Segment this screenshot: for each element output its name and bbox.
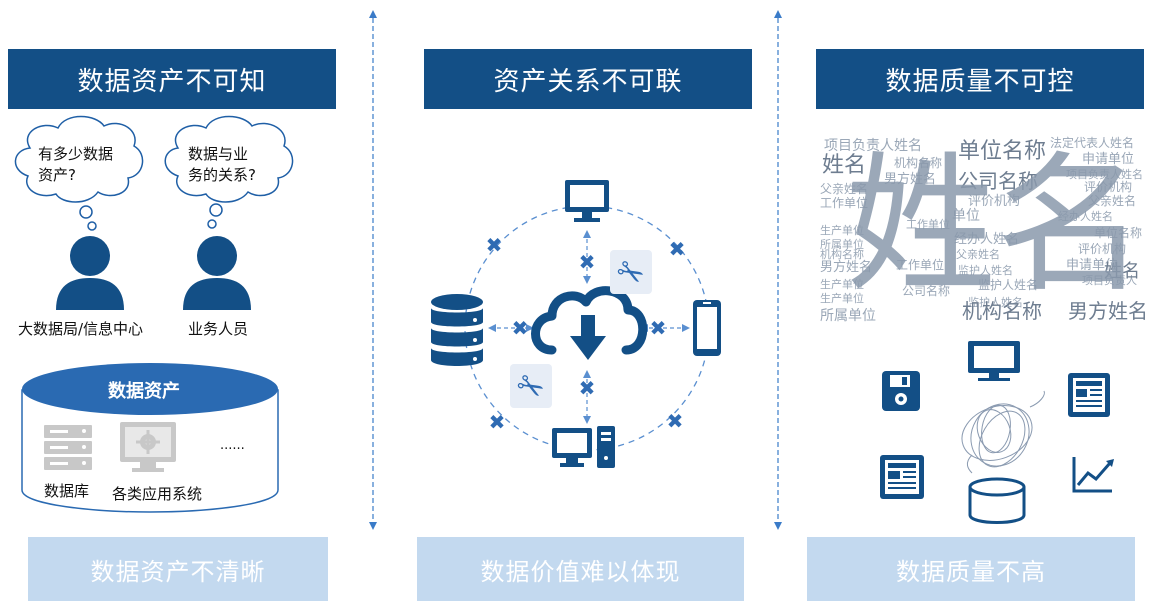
wc-small-17: 生产单位 (820, 278, 864, 291)
tangle-icon (961, 390, 1045, 474)
wc-small-11: 父亲姓名 (1088, 194, 1137, 208)
separator-2-arrow-top (774, 10, 782, 18)
wc-small-23: 生产单位 (820, 292, 864, 305)
left-panel-graphics (14, 115, 294, 513)
wc-medium-1: 公司名称 (958, 169, 1038, 193)
person-1-label: 大数据局/信息中心 (18, 320, 144, 338)
wc-medium-3: 男方姓名 (1068, 299, 1148, 323)
word-cloud: 项目负责人姓名 法定代表人姓名 申请单位 项目负责人姓名 机构名称 男方姓名 父… (818, 133, 1150, 328)
panel-1-header: 数据资产不可知 (8, 49, 336, 109)
bubble-1-text: 有多少数据 资产? (38, 144, 113, 186)
monitor-icon (968, 341, 1020, 381)
wc-small-30: 项目负责人 (1082, 274, 1137, 287)
wc-small-4: 机构名称 (894, 156, 943, 170)
wc-small-15: 所属单位 (820, 238, 864, 251)
panel-2-footer: 数据价值难以体现 (417, 537, 744, 601)
database-outline-icon (968, 477, 1026, 524)
database-icon (431, 294, 483, 366)
monitor-icon-top (565, 180, 609, 222)
wc-small-0: 项目负责人姓名 (824, 138, 922, 154)
wc-medium-2: 机构名称 (962, 299, 1042, 323)
panel-2-header: 资产关系不可联 (424, 49, 752, 109)
cross-icon-7: ✖ (489, 410, 506, 434)
wc-medium-0: 单位名称 (958, 139, 1047, 164)
wc-small-28: 工作单位 (906, 218, 950, 231)
ellipsis: ...... (220, 438, 245, 453)
wc-small-26: 评价机构 (1078, 242, 1127, 256)
wc-small-29: 生产单位 (820, 224, 864, 237)
app-system-icon (120, 422, 176, 472)
server-icon (44, 425, 92, 470)
bubble-1-line-2: 资产? (38, 166, 76, 184)
person-icon-1 (56, 236, 124, 310)
wc-small-10: 单位 (952, 208, 980, 224)
thought-bubble-1 (14, 115, 144, 231)
app-systems-label: 各类应用系统 (112, 485, 203, 503)
relationship-diagram: ✖ ✖ ✖ ✖ ✖ ✖ ✖ ✖ ✂ ✂ (431, 180, 721, 468)
person-icon-2 (183, 236, 251, 310)
desktop-icon (552, 426, 615, 468)
bubble-1-line-1: 有多少数据 (38, 145, 114, 163)
asset-title: 数据资产 (108, 381, 180, 402)
thought-bubble-2 (164, 115, 294, 229)
cloud-download-icon (531, 286, 648, 360)
floppy-disk-icon (882, 371, 920, 411)
wc-small-14: 机构名称 (820, 248, 864, 261)
scissors-bg-1 (610, 250, 652, 294)
cross-icon-2: ✖ (669, 237, 686, 261)
quality-icons (880, 341, 1114, 524)
bubble-2-text: 数据与业 务的关系? (188, 144, 256, 186)
wc-big-word: 姓名 (846, 139, 1147, 313)
wc-small-13: 单位名称 (1094, 226, 1143, 240)
wc-small-3: 项目负责人姓名 (1066, 168, 1143, 181)
wc-small-24: 所属单位 (820, 308, 876, 324)
mobile-icon (693, 300, 721, 356)
cross-icon-3: ✖ (579, 250, 596, 274)
wc-small-5: 男方姓名 (884, 172, 937, 187)
cross-icon-8: ✖ (667, 409, 684, 433)
cross-icon-6: ✖ (579, 376, 596, 400)
cross-icon-5: ✖ (650, 316, 667, 340)
wc-small-31: 监护人姓名 (968, 296, 1023, 309)
wc-small-19: 申请单位 (1066, 258, 1119, 273)
wc-small-27: 经办人姓名 (1058, 210, 1113, 223)
trend-chart-icon (1072, 457, 1114, 493)
cross-icon-4: ✖ (512, 316, 529, 340)
newspaper-icon-1 (1068, 373, 1110, 417)
cross-icon-1: ✖ (486, 233, 503, 257)
wc-small-22: 公司名称 (902, 284, 951, 298)
bubble-2-line-1: 数据与业 (188, 145, 249, 163)
newspaper-icon-2 (880, 455, 924, 499)
wc-small-12: 经办人姓名 (954, 232, 1020, 247)
separator-1-arrow-top (369, 10, 377, 18)
wc-small-9: 评价机构 (968, 194, 1021, 209)
wc-small-18: 监护人姓名 (958, 264, 1013, 277)
wc-small-8: 工作单位 (820, 196, 869, 210)
wc-small-21: 监护人姓名 (978, 278, 1039, 292)
wc-small-20: 工作单位 (896, 258, 945, 272)
panel-1-footer: 数据资产不清晰 (28, 537, 328, 601)
wc-small-7: 评价机构 (1084, 180, 1133, 194)
database-label: 数据库 (44, 482, 90, 500)
wc-small-1: 法定代表人姓名 (1050, 136, 1135, 150)
wc-medium-4: 姓名 (822, 153, 867, 178)
wc-small-2: 申请单位 (1082, 152, 1135, 167)
separator-1-arrow-bottom (369, 522, 377, 530)
person-2-label: 业务人员 (188, 320, 249, 338)
wc-small-16: 男方姓名 (820, 260, 873, 275)
wc-small-25: 父亲姓名 (956, 248, 1000, 261)
wc-small-6: 父亲姓名 (820, 182, 869, 196)
scissors-bg-2 (510, 364, 552, 408)
separator-2-arrow-bottom (774, 522, 782, 530)
panel-3-header: 数据质量不可控 (816, 49, 1144, 109)
bubble-2-line-2: 务的关系? (188, 166, 256, 184)
wc-medium-5: 姓名 (1104, 261, 1140, 282)
panel-3-footer: 数据质量不高 (807, 537, 1135, 601)
